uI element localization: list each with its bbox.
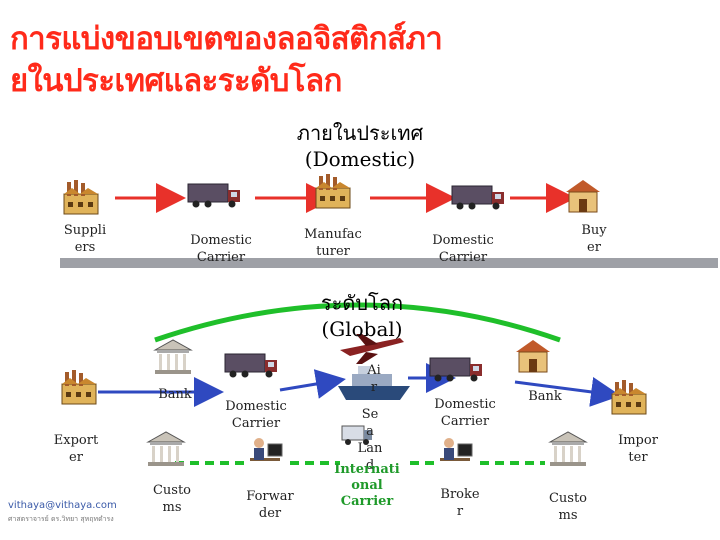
customs-right-label: Custo ms [548,491,588,523]
land-label: Lan d [357,441,383,473]
exporter-label: Export er [53,433,99,465]
domestic-carrier-truck-icon [451,185,505,210]
customs-right-icon [549,431,587,467]
domestic-carrier-2-label: Domestic Carrier [432,233,494,265]
sea-label: Se a [361,407,379,439]
domestic-carrier-right-label: Domestic Carrier [434,397,496,429]
domestic-carrier-left-truck-icon [224,353,278,378]
global-heading: ระดับโลก (Global) [320,291,404,341]
domestic-carrier-1-label: Domestic Carrier [190,233,252,265]
suppliers-factory-icon [63,179,99,215]
domestic-heading: ภายในประเทศ (Domestic) [296,121,424,171]
land-truck-icon [341,425,372,445]
airplane-icon [340,334,404,364]
buyer-house-icon [565,179,601,213]
suppliers-label: Suppli ers [63,223,107,255]
bank-right-label: Bank [528,389,562,404]
global-arrow-2 [279,369,346,399]
broker-label: Broke r [440,487,480,519]
domestic-base-bar [60,258,718,268]
domestic-carrier-truck-icon [187,183,241,208]
air-label: Ai r [367,363,381,395]
global-bank-link [154,302,561,343]
domestic-carrier-right-truck-icon [429,357,483,382]
global-arrow-4 [514,377,621,407]
bank-left-label: Bank [158,387,192,402]
broker-icon [439,437,473,462]
buyer-label: Buy er [581,223,607,255]
bank-right-house-icon [515,339,551,373]
importer-factory-icon [611,379,647,415]
page-title: การแบ่งขอบเขตของลอจิสติกส์ภา ยในประเทศแล… [10,21,443,99]
forwarder-label: Forwar der [246,489,294,521]
bank-left-icon [154,339,192,375]
international-carrier-label: Internati onal Carrier [334,462,400,509]
author-logo-subtext: ศาสตราจารย์ ดร.วิทยา สุหฤทดำรง [8,515,114,523]
customs-left-icon [147,431,185,467]
forwarder-icon [249,437,283,462]
manufacturer-factory-icon [315,173,351,209]
author-logo: vithaya@vithaya.com [8,500,117,511]
ship-icon [338,366,410,400]
customs-left-label: Custo ms [152,483,192,515]
exporter-factory-icon [61,369,97,405]
importer-label: Impor ter [618,433,658,465]
manufacturer-label: Manufac turer [304,227,362,259]
domestic-carrier-left-label: Domestic Carrier [225,399,287,431]
